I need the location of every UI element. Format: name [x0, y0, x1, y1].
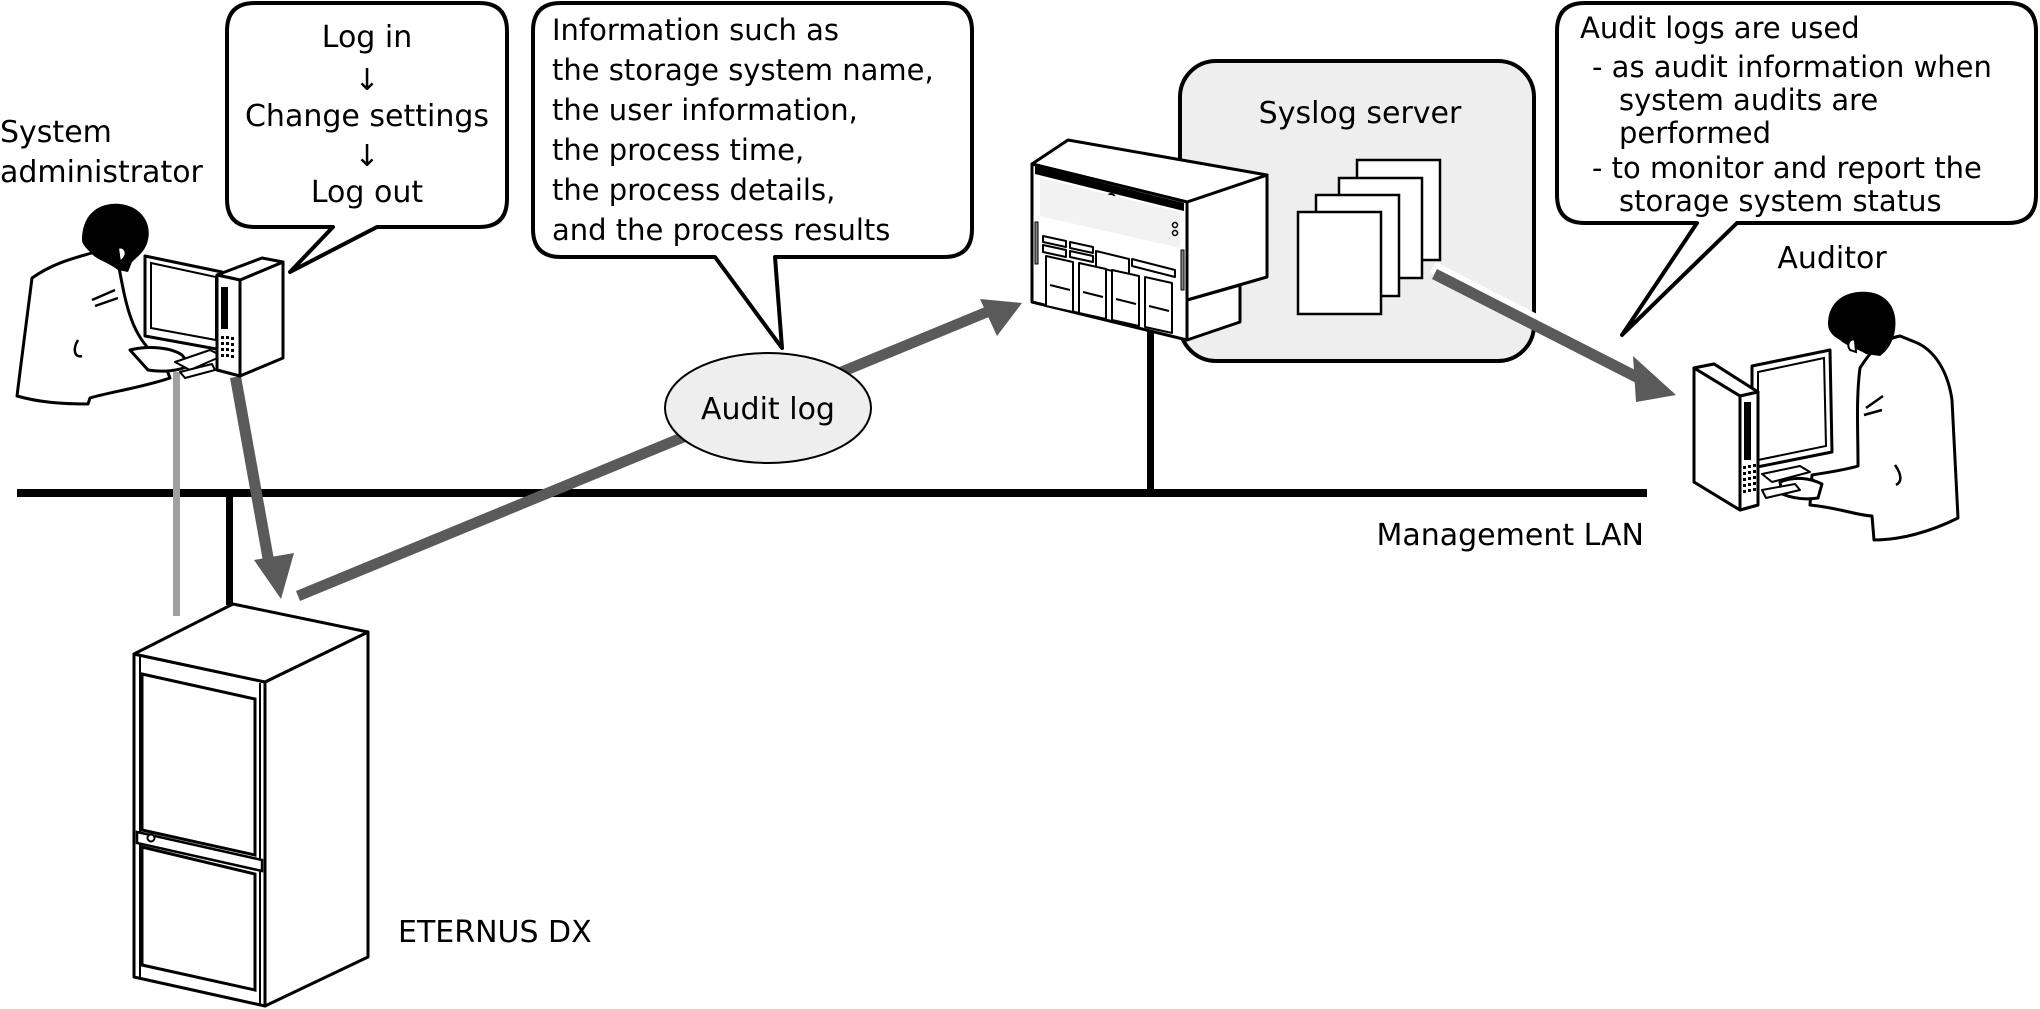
storage-cabinet-icon [132, 602, 370, 1008]
log-contents-line: the process details, [552, 173, 835, 207]
log-contents-line: the user information, [552, 93, 858, 127]
auditor-person-at-computer-icon [1692, 291, 1960, 542]
log-contents-line: the process time, [552, 133, 804, 167]
log-contents-bubble: Information such as the storage system n… [531, 1, 974, 350]
audit-usage-line: system audits are [1619, 83, 1878, 117]
admin-step-logout: Log out [311, 175, 423, 210]
audit-usage-line: storage system status [1619, 184, 1942, 218]
log-contents-line: Information such as [552, 13, 839, 47]
audit-usage-line: Audit logs are used [1580, 11, 1860, 45]
rack-server-icon [1030, 138, 1269, 342]
lan-drop-to-syslog-server [1147, 320, 1154, 493]
audit-log-ellipse [664, 352, 872, 464]
admin-step-arrow-2: ↓ [354, 139, 379, 174]
audit-log-node: Audit log [664, 352, 872, 464]
audit-usage-line: - to monitor and report the [1592, 151, 1982, 185]
log-files-icon [1296, 158, 1442, 316]
lan-drop-to-storage [226, 493, 233, 605]
audit-usage-bubble: Audit logs are used - as audit informati… [1555, 1, 2038, 337]
admin-steps-bubble: Log in ↓ Change settings ↓ Log out [225, 1, 509, 274]
audit-log-label: Audit log [701, 392, 835, 427]
admin-step-login: Log in [322, 20, 412, 55]
admin-person-at-computer-icon [15, 203, 285, 406]
auditor-label: Auditor [1777, 241, 1887, 276]
management-lan: Management LAN [17, 320, 1647, 605]
admin-step-change-settings: Change settings [245, 99, 489, 134]
admin-local-cable [173, 372, 180, 616]
lan-backbone-line [17, 489, 1647, 497]
syslog-server-group: Syslog server [1030, 59, 1536, 363]
admin-step-arrow-1: ↓ [354, 63, 379, 98]
management-lan-label: Management LAN [1376, 518, 1644, 553]
log-contents-line: and the process results [552, 213, 890, 247]
admin-label-line1: System [0, 115, 112, 150]
audit-usage-line: performed [1619, 116, 1771, 150]
audit-usage-line: - as audit information when [1592, 50, 1992, 84]
arrow-storage-to-syslog [296, 299, 1022, 601]
admin-label-line2: administrator [0, 155, 204, 190]
arrow-admin-to-storage [230, 376, 294, 599]
storage-label: ETERNUS DX [398, 915, 592, 950]
log-contents-line: the storage system name, [552, 53, 934, 87]
syslog-server-label: Syslog server [1259, 96, 1462, 131]
arrow-syslog-to-auditor [1430, 262, 1676, 402]
